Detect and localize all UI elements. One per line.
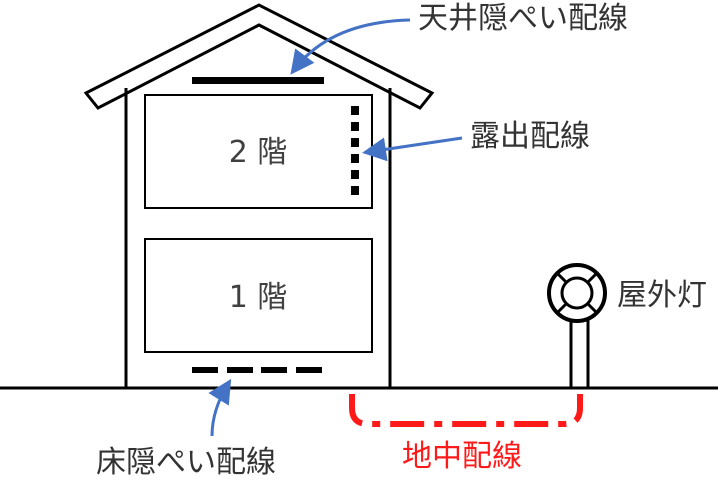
floor-2-room: [144, 94, 373, 209]
floor-wiring-dashes: [192, 367, 322, 373]
outdoor-light-label: 屋外灯: [617, 278, 707, 313]
exposed-wiring-label: 露出配線: [470, 119, 590, 154]
underground-wiring-label: 地中配線: [402, 439, 522, 474]
exposed-wiring-arrow: [362, 136, 463, 162]
floor-2-label: 2 階: [229, 135, 288, 170]
ceiling-wiring-bar: [192, 77, 324, 84]
floor-wiring-label: 床隠ぺい配線: [96, 445, 276, 480]
roof: [83, 3, 435, 110]
floor-1-room: [144, 238, 373, 353]
exposed-wiring-dashes: [351, 106, 359, 195]
outdoor-light-lamp-inner: [560, 276, 594, 310]
underground-wiring-path: [349, 394, 583, 427]
outdoor-light-pole: [569, 316, 590, 390]
ceiling-wiring-arrow: [290, 18, 411, 75]
ceiling-wiring-label: 天井隠ぺい配線: [418, 1, 628, 36]
outdoor-light: [547, 263, 607, 390]
floor-1-label: 1 階: [229, 280, 288, 315]
floor-wiring-arrow: [208, 378, 232, 437]
